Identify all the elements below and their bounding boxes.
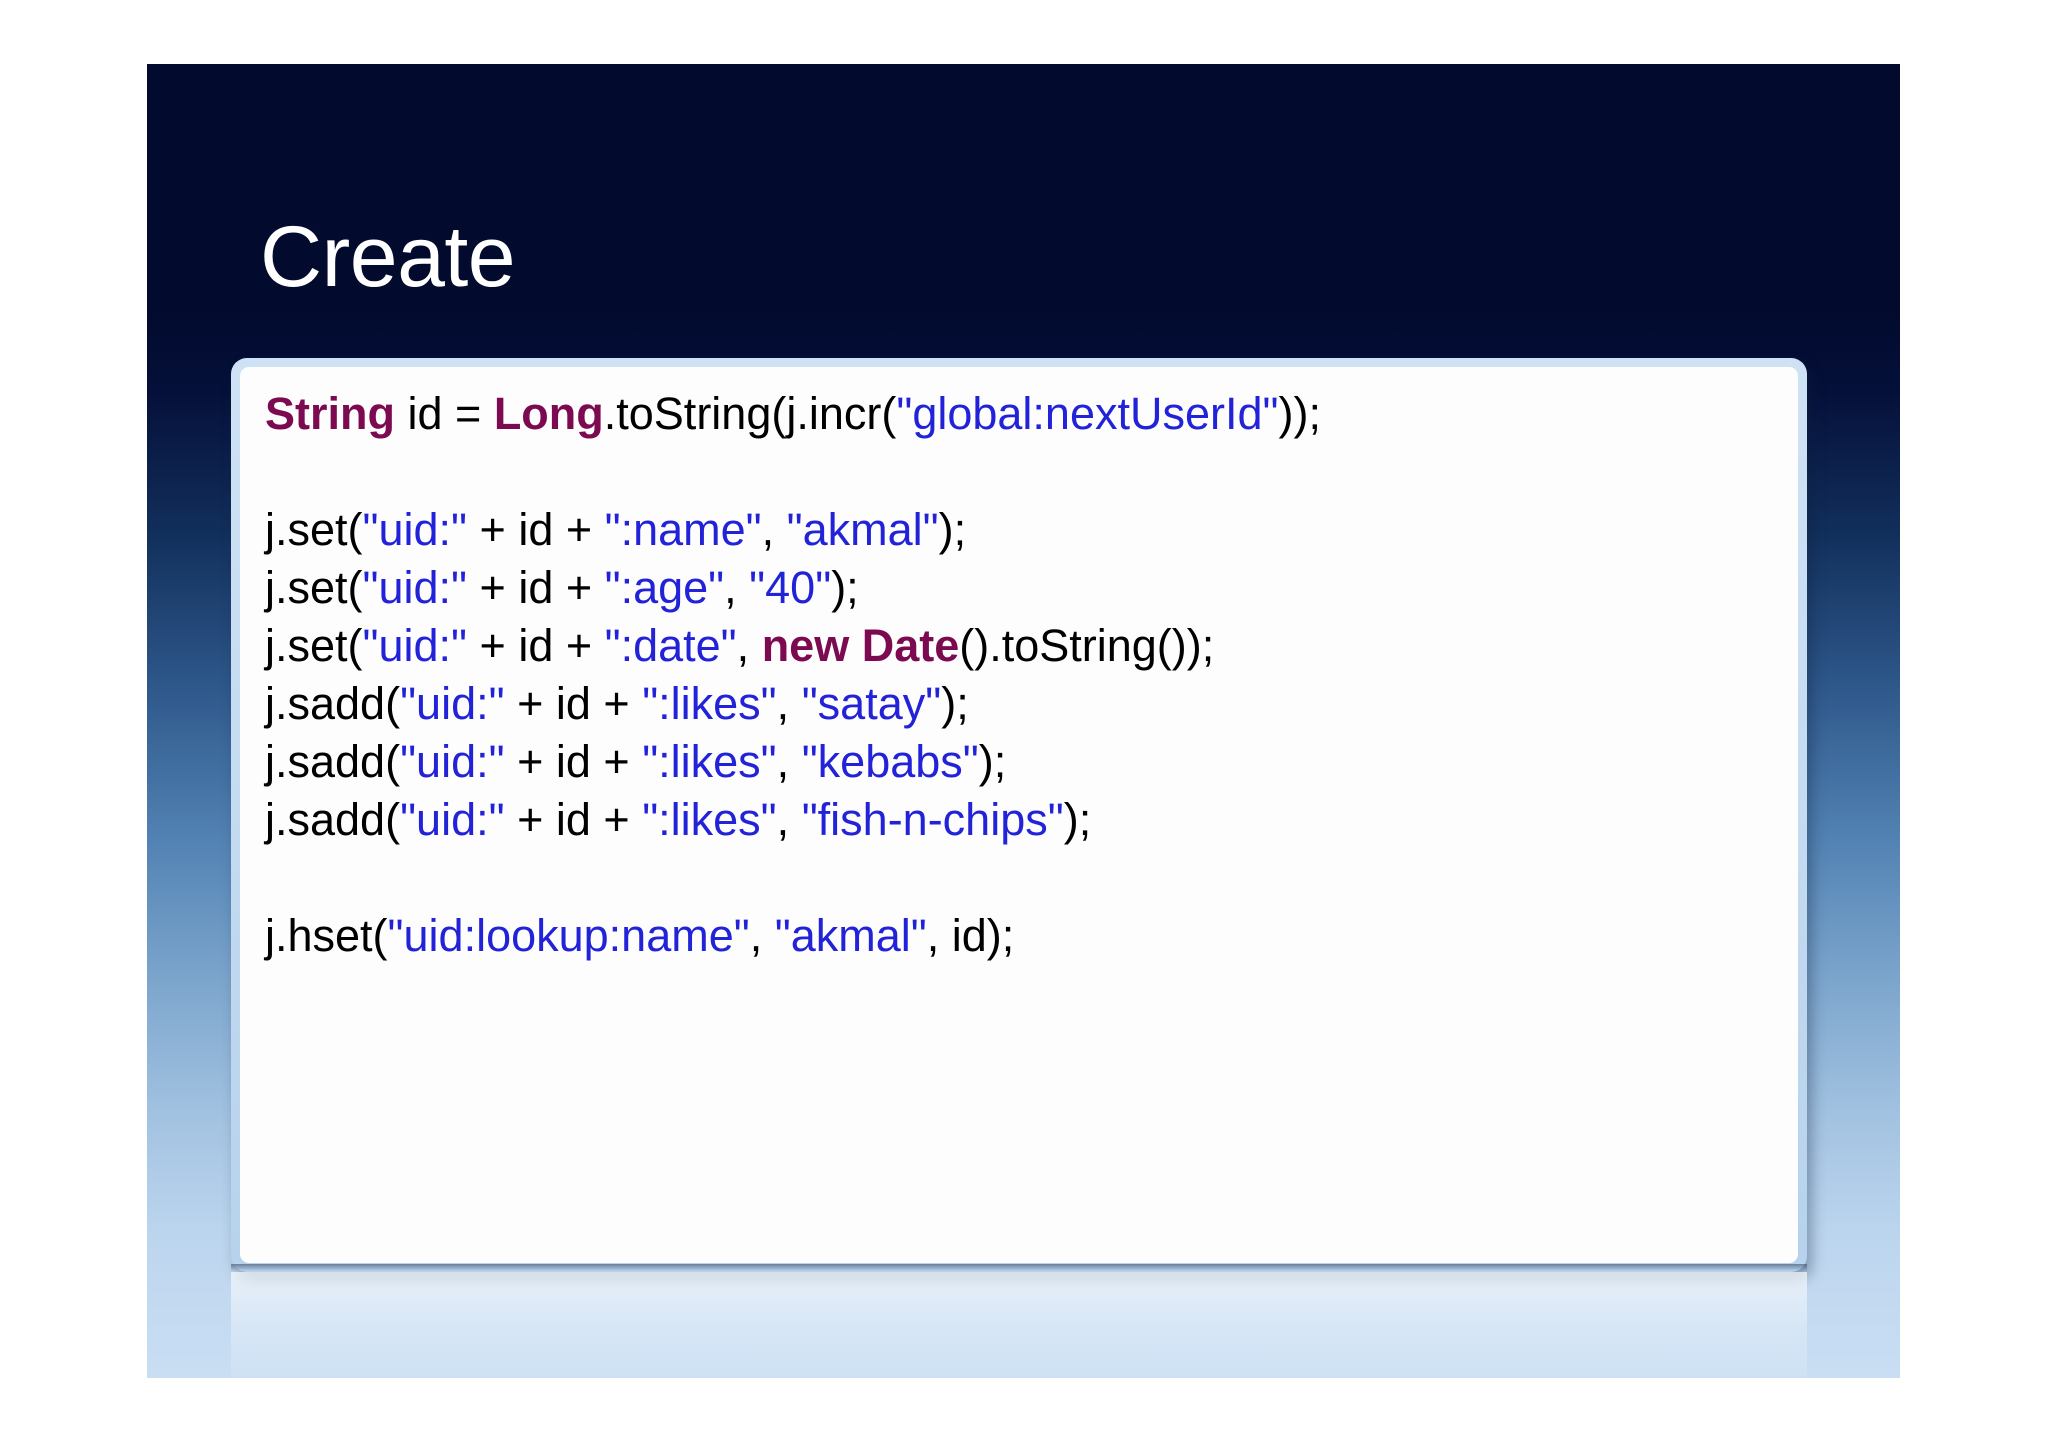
code-string-literal: "satay" — [801, 678, 942, 729]
code-text: id = — [395, 388, 494, 439]
code-blank-line — [265, 849, 1788, 907]
code-text: j.hset( — [265, 910, 388, 961]
code-text: j.set( — [265, 562, 363, 613]
code-blank-line — [265, 443, 1788, 501]
code-string-literal: "uid:" — [362, 504, 468, 555]
code-string-literal: "kebabs" — [801, 736, 979, 787]
code-text: j.sadd( — [265, 678, 401, 729]
code-text: ); — [831, 562, 859, 613]
code-keyword: String — [265, 388, 395, 439]
code-string-literal: "uid:lookup:name" — [387, 910, 750, 961]
code-text: j.sadd( — [265, 736, 401, 787]
code-text: + id + — [504, 736, 643, 787]
code-string-literal: ":age" — [604, 562, 725, 613]
code-string-literal: "akmal" — [774, 910, 927, 961]
panel-reflection — [231, 1272, 1807, 1378]
code-text: + id + — [504, 678, 643, 729]
code-text: ); — [941, 678, 969, 729]
code-text: , — [761, 504, 787, 555]
code-text: + id + — [467, 620, 605, 671]
code-string-literal: "global:nextUserId" — [896, 388, 1279, 439]
code-text: ); — [938, 504, 967, 555]
code-text: + id + — [467, 504, 605, 555]
code-string-literal: "akmal" — [786, 504, 939, 555]
code-keyword: Long — [493, 388, 604, 439]
page-title: Create — [260, 209, 516, 305]
code-string-literal: "fish-n-chips" — [801, 794, 1064, 845]
code-keyword: new Date — [761, 620, 960, 671]
code-string-literal: ":likes" — [642, 794, 777, 845]
code-text: , — [724, 562, 750, 613]
code-text: )); — [1278, 388, 1321, 439]
code-line: j.sadd("uid:" + id + ":likes", "fish-n-c… — [265, 791, 1788, 849]
code-text: ().toString()); — [959, 620, 1215, 671]
code-string-literal: "uid:" — [400, 736, 505, 787]
code-text: ); — [978, 736, 1007, 787]
code-text: , — [776, 794, 802, 845]
code-line: j.set("uid:" + id + ":date", new Date().… — [265, 617, 1788, 675]
code-line: j.sadd("uid:" + id + ":likes", "satay"); — [265, 675, 1788, 733]
code-line: j.set("uid:" + id + ":name", "akmal"); — [265, 501, 1788, 559]
code-string-literal: "uid:" — [362, 562, 468, 613]
code-string-literal: "40" — [749, 562, 832, 613]
code-line: String id = Long.toString(j.incr("global… — [265, 385, 1788, 443]
code-line: j.sadd("uid:" + id + ":likes", "kebabs")… — [265, 733, 1788, 791]
code-panel: String id = Long.toString(j.incr("global… — [231, 358, 1812, 1280]
panel-reflection-divider — [231, 1264, 1807, 1271]
code-text: , — [776, 736, 802, 787]
code-string-literal: ":likes" — [642, 678, 777, 729]
code-string-literal: "uid:" — [400, 678, 505, 729]
code-text: , id); — [926, 910, 1015, 961]
code-text: , — [749, 910, 775, 961]
code-string-literal: "uid:" — [362, 620, 468, 671]
code-string-literal: ":name" — [604, 504, 762, 555]
presentation-slide: Create String id = Long.toString(j.incr(… — [147, 64, 1900, 1378]
code-panel-surface: String id = Long.toString(j.incr("global… — [240, 367, 1798, 1263]
code-text: j.set( — [265, 504, 363, 555]
code-line: j.set("uid:" + id + ":age", "40"); — [265, 559, 1788, 617]
code-block: String id = Long.toString(j.incr("global… — [265, 385, 1788, 965]
code-text: , — [736, 620, 762, 671]
code-text: .toString(j.incr( — [603, 388, 897, 439]
code-text: , — [776, 678, 802, 729]
code-text: + id + — [467, 562, 605, 613]
code-text: ); — [1063, 794, 1092, 845]
code-string-literal: ":likes" — [642, 736, 777, 787]
code-string-literal: ":date" — [604, 620, 737, 671]
code-text: j.set( — [265, 620, 363, 671]
code-text: j.sadd( — [265, 794, 401, 845]
code-line: j.hset("uid:lookup:name", "akmal", id); — [265, 907, 1788, 965]
code-text: + id + — [504, 794, 643, 845]
code-string-literal: "uid:" — [400, 794, 505, 845]
